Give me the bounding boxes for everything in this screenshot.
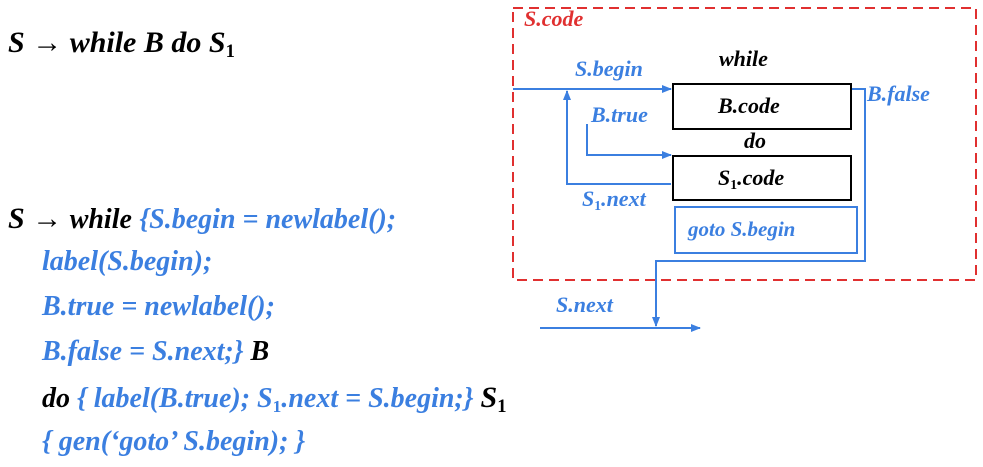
s1code-box: S1.code <box>672 155 852 201</box>
rule1-rhs: while B do S <box>69 26 226 59</box>
rule1-lhs: S <box>8 26 25 59</box>
btrue-path <box>586 124 672 159</box>
rule2-lhs: S <box>8 202 25 235</box>
scode-label: S.code <box>524 6 584 31</box>
rule2-action-5-sub: 1 <box>272 396 282 416</box>
rule2-action-2: label(S.begin); <box>42 246 213 277</box>
rule2-B: B <box>250 336 270 367</box>
rule2-action-5: { label(B.true); S1.next = S.begin;} <box>77 383 474 416</box>
rule2-action-5-post: .next = S.begin;} <box>281 383 474 414</box>
goto-box: goto S.begin <box>674 206 858 254</box>
s1next-post: .next <box>601 186 646 211</box>
rule2-S1: S1 <box>480 381 507 418</box>
rule2-line4: B.false = S.next;} B <box>42 338 269 366</box>
rule2-action-4: B.false = S.next;} <box>42 336 244 367</box>
s1next-pre: S <box>582 186 595 211</box>
rule2-action-6: { gen(‘goto’ S.begin); } <box>42 426 306 457</box>
s1code-label: S1.code <box>718 165 785 192</box>
while-label: while <box>719 46 768 71</box>
sbegin-label: S.begin <box>575 56 643 81</box>
rule2-action-3: B.true = newlabel(); <box>42 291 275 322</box>
bcode-box: B.code <box>672 83 852 130</box>
rule2-line5: do { label(B.true); S1.next = S.begin;} … <box>42 383 506 417</box>
rule1: S → while B do S1 <box>8 28 235 62</box>
bcode-label: B.code <box>718 93 780 118</box>
bfalse-exit-path <box>652 88 866 327</box>
rule2-action-1: {S.begin = newlabel(); <box>139 204 397 235</box>
bfalse-label: B.false <box>867 81 930 106</box>
btrue-label: B.true <box>591 102 648 127</box>
s1next-label: S1.next <box>582 186 646 213</box>
rule1-rhs-subscript: 1 <box>225 41 235 63</box>
s1next-sub: 1 <box>594 197 602 213</box>
rule2-S1-letter: S <box>480 381 498 414</box>
s1code-post: .code <box>737 165 785 190</box>
rule2-S1-sub: 1 <box>497 396 507 418</box>
rule1-arrow: → <box>32 26 63 59</box>
goto-label: goto S.begin <box>688 217 796 241</box>
snext-label: S.next <box>556 292 613 317</box>
rule2-action-5-pre: { label(B.true); S <box>77 383 273 414</box>
s1next-loop <box>563 90 671 185</box>
rule2-while-keyword: while <box>69 204 132 235</box>
do-label: do <box>744 128 766 153</box>
s1code-sub: 1 <box>730 176 738 192</box>
rule2-line1: S → while {S.begin = newlabel(); <box>8 204 396 234</box>
rule2-do-keyword: do <box>42 383 70 414</box>
s1code-pre: S <box>718 165 731 190</box>
scode-frame <box>512 7 977 281</box>
rule2-arrow: → <box>32 202 63 235</box>
